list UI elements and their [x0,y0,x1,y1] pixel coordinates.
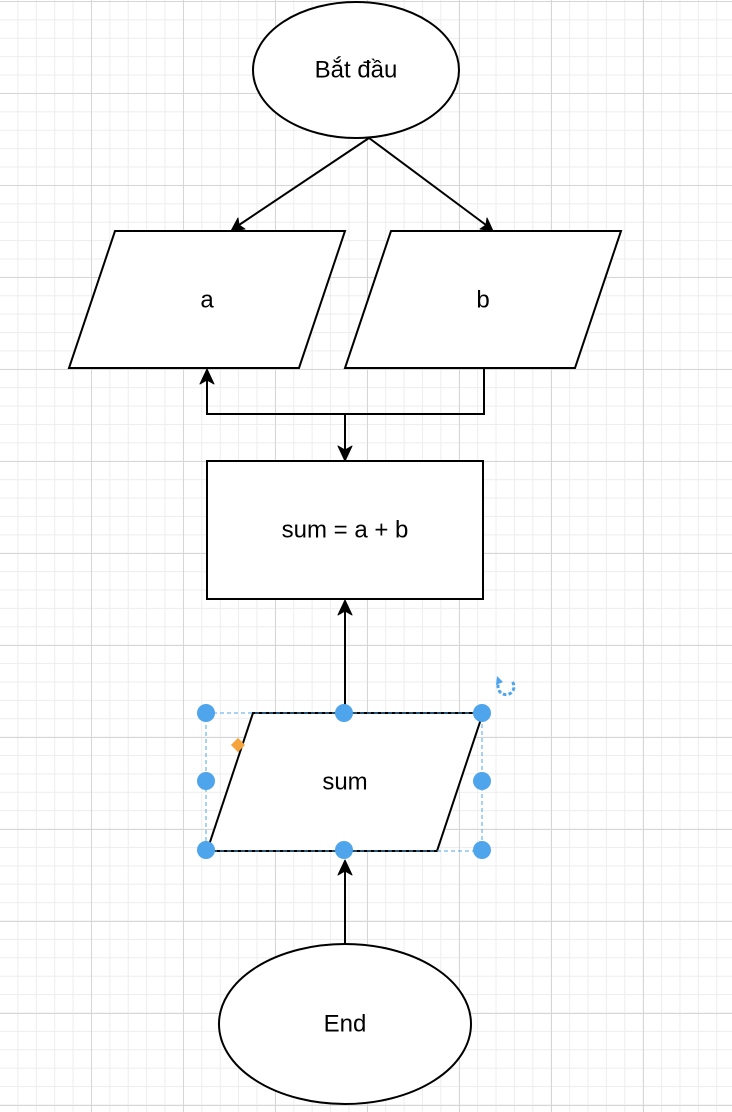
selection-overlay [197,676,516,859]
resize-handle-top-left[interactable] [197,704,215,722]
node-process-sum[interactable]: sum = a + b [206,460,484,600]
edges [199,137,494,944]
node-input-a-label: a [200,287,214,314]
edge-b-to-a[interactable] [199,368,485,415]
node-input-a[interactable]: a [67,230,347,369]
node-start[interactable]: Bắt đầu [252,1,460,139]
node-start-label: Bắt đầu [315,57,398,84]
start-ellipse [252,1,460,139]
input-b-parallelogram [343,230,623,369]
node-output-sum-label: sum [322,769,367,796]
edge-start-to-b[interactable] [368,137,494,232]
node-output-sum[interactable]: sum [205,712,485,852]
input-a-parallelogram [67,230,347,369]
edge-start-to-a[interactable] [230,137,370,232]
resize-handle-top-center[interactable] [335,704,353,722]
rotate-icon[interactable] [496,676,516,697]
resize-handle-bottom-left[interactable] [197,841,215,859]
node-end-label: End [324,1011,367,1038]
resize-handle-bottom-center[interactable] [335,841,353,859]
edge-end-to-output[interactable] [337,859,353,944]
edge-output-to-sum-process[interactable] [337,599,353,713]
end-ellipse [218,943,472,1105]
node-input-b-label: b [476,287,489,314]
process-sum-rectangle [206,460,484,600]
resize-handle-middle-left[interactable] [197,772,215,790]
resize-handle-bottom-right[interactable] [473,841,491,859]
node-process-sum-label: sum = a + b [282,517,409,544]
node-input-b[interactable]: b [343,230,623,369]
edge-b-to-sum-process[interactable] [337,414,353,462]
node-end[interactable]: End [218,943,472,1105]
shape-adjust-handle[interactable] [230,737,246,753]
resize-handle-middle-right[interactable] [473,772,491,790]
resize-handle-top-right[interactable] [473,704,491,722]
